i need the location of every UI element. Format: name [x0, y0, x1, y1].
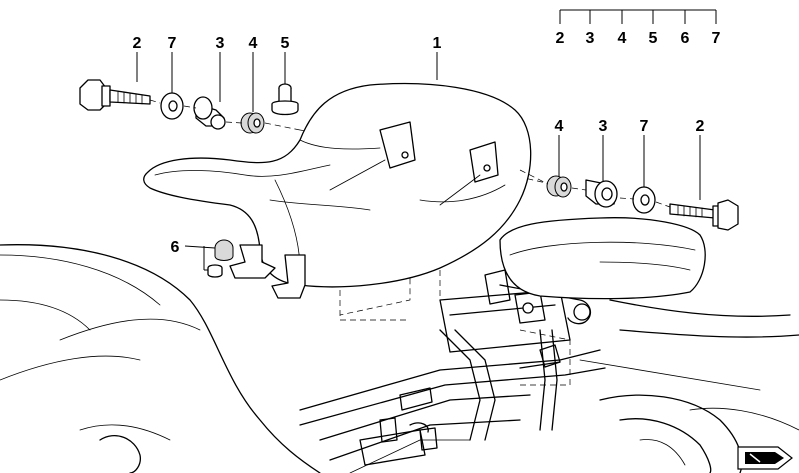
set-bracket-2: 4 — [618, 30, 627, 47]
arrow-tag-icon — [737, 446, 793, 470]
bolt-2-right — [669, 199, 739, 231]
buffer-5 — [271, 83, 299, 116]
set-bracket-0: 2 — [556, 30, 565, 47]
set-bracket-3: 5 — [649, 30, 658, 47]
callout-seat: 1 — [433, 35, 442, 52]
callout-right-3: 2 — [696, 118, 705, 135]
callout-left-3: 4 — [249, 35, 258, 52]
callout-left-4: 5 — [281, 35, 290, 52]
grommet-4-left — [240, 112, 265, 134]
left-fastener-stack — [79, 79, 301, 134]
callout-left-2: 3 — [216, 35, 225, 52]
right-fastener-stack — [519, 169, 739, 231]
callout-cap: 6 — [171, 239, 180, 256]
set-bracket-5: 7 — [712, 30, 721, 47]
washer-7-left — [160, 92, 184, 120]
callout-left-0: 2 — [133, 35, 142, 52]
bushing-3-left — [193, 96, 226, 130]
callout-labels: 2 7 3 4 5 1 4 3 7 2 6 2 3 4 5 6 7 — [133, 30, 721, 256]
motorcycle-frame-outline — [0, 217, 799, 473]
leader-lines — [136, 9, 717, 271]
callout-right-0: 4 — [555, 118, 564, 135]
washer-7-right — [632, 186, 656, 214]
set-bracket-1: 3 — [586, 30, 595, 47]
callout-left-1: 7 — [168, 35, 177, 52]
grommet-4-right — [546, 175, 572, 198]
seat-part-1 — [143, 82, 532, 299]
bushing-3-right — [585, 179, 618, 208]
cap-6 — [207, 239, 234, 278]
set-bracket-4: 6 — [681, 30, 690, 47]
callout-right-1: 3 — [599, 118, 608, 135]
callout-right-2: 7 — [640, 118, 649, 135]
bolt-2-left — [79, 79, 151, 111]
